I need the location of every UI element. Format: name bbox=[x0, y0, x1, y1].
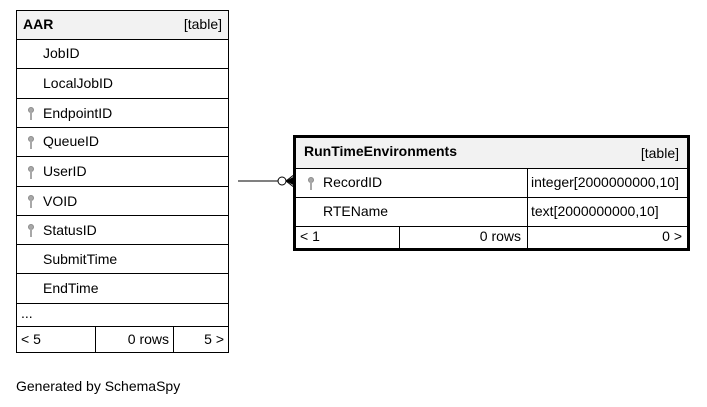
row-count-cell: 0 rows bbox=[400, 227, 527, 248]
more-columns-indicator: ... bbox=[21, 305, 33, 321]
column-row-statusid[interactable]: StatusID bbox=[17, 216, 228, 245]
footer-divider bbox=[527, 227, 528, 248]
column-name: QueueID bbox=[43, 133, 100, 149]
column-row-userid[interactable]: UserID bbox=[17, 157, 228, 187]
generated-by-label: Generated by SchemaSpy bbox=[16, 378, 181, 394]
runtimeenvironments-table[interactable]: RunTimeEnvironments [table] RecordID int… bbox=[293, 135, 690, 251]
children-count-cell[interactable]: 5 > bbox=[174, 327, 228, 352]
column-name: RTEName bbox=[323, 203, 389, 219]
foreign-key-icon bbox=[28, 136, 34, 150]
parents-count: < 1 bbox=[300, 228, 320, 244]
column-row-void[interactable]: VOID bbox=[17, 187, 228, 216]
table-type-label: [table] bbox=[640, 145, 679, 161]
footer-divider bbox=[399, 227, 400, 248]
row-count-cell: 0 rows bbox=[96, 327, 174, 352]
column-name: EndpointID bbox=[43, 105, 113, 121]
rte-title-row: RunTimeEnvironments [table] bbox=[296, 138, 687, 169]
parents-count-cell[interactable]: < 5 bbox=[17, 327, 96, 352]
aar-table[interactable]: AAR [table] JobID LocalJobID EndpointID … bbox=[16, 10, 229, 353]
column-name: RecordID bbox=[323, 174, 383, 190]
children-count: 0 > bbox=[662, 228, 682, 244]
column-name: EndTime bbox=[43, 280, 99, 296]
children-count-cell[interactable]: 0 > bbox=[528, 227, 687, 248]
table-name: RunTimeEnvironments bbox=[304, 143, 457, 159]
column-divider bbox=[527, 198, 528, 226]
footer-divider bbox=[173, 327, 174, 352]
column-row-jobid[interactable]: JobID bbox=[17, 40, 228, 69]
column-type: text[2000000000,10] bbox=[531, 203, 659, 219]
column-divider bbox=[527, 169, 528, 197]
foreign-key-icon bbox=[28, 195, 34, 209]
row-count: 0 rows bbox=[127, 331, 169, 347]
aar-title-row: AAR [table] bbox=[17, 11, 228, 40]
row-count: 0 rows bbox=[479, 228, 521, 244]
more-columns-row[interactable]: ... bbox=[17, 304, 228, 327]
column-name: StatusID bbox=[43, 222, 97, 238]
primary-key-icon bbox=[308, 177, 314, 191]
foreign-key-icon bbox=[28, 224, 34, 238]
footer-divider bbox=[95, 327, 96, 352]
column-name: VOID bbox=[43, 193, 78, 209]
column-row-recordid[interactable]: RecordID integer[2000000000,10] bbox=[296, 169, 687, 198]
parents-count: < 5 bbox=[21, 331, 41, 347]
column-name: SubmitTime bbox=[43, 251, 118, 267]
foreign-key-icon bbox=[28, 166, 34, 180]
column-name: JobID bbox=[43, 45, 80, 61]
zero-optionality-marker bbox=[277, 176, 287, 186]
column-type: integer[2000000000,10] bbox=[531, 174, 679, 190]
column-row-rtename[interactable]: RTEName text[2000000000,10] bbox=[296, 198, 687, 227]
column-row-endpointid[interactable]: EndpointID bbox=[17, 99, 228, 128]
column-name: UserID bbox=[43, 163, 87, 179]
column-row-endtime[interactable]: EndTime bbox=[17, 274, 228, 304]
rte-footer-row: < 1 0 rows 0 > bbox=[296, 227, 687, 248]
children-count: 5 > bbox=[204, 331, 224, 347]
table-type-label: [table] bbox=[183, 16, 222, 32]
foreign-key-icon bbox=[28, 107, 34, 121]
column-name: LocalJobID bbox=[43, 75, 114, 91]
parents-count-cell[interactable]: < 1 bbox=[296, 227, 399, 248]
column-row-queueid[interactable]: QueueID bbox=[17, 128, 228, 157]
table-name: AAR bbox=[23, 16, 54, 32]
aar-footer-row: < 5 0 rows 5 > bbox=[17, 327, 228, 352]
column-row-submittime[interactable]: SubmitTime bbox=[17, 245, 228, 274]
column-row-localjobid[interactable]: LocalJobID bbox=[17, 69, 228, 99]
